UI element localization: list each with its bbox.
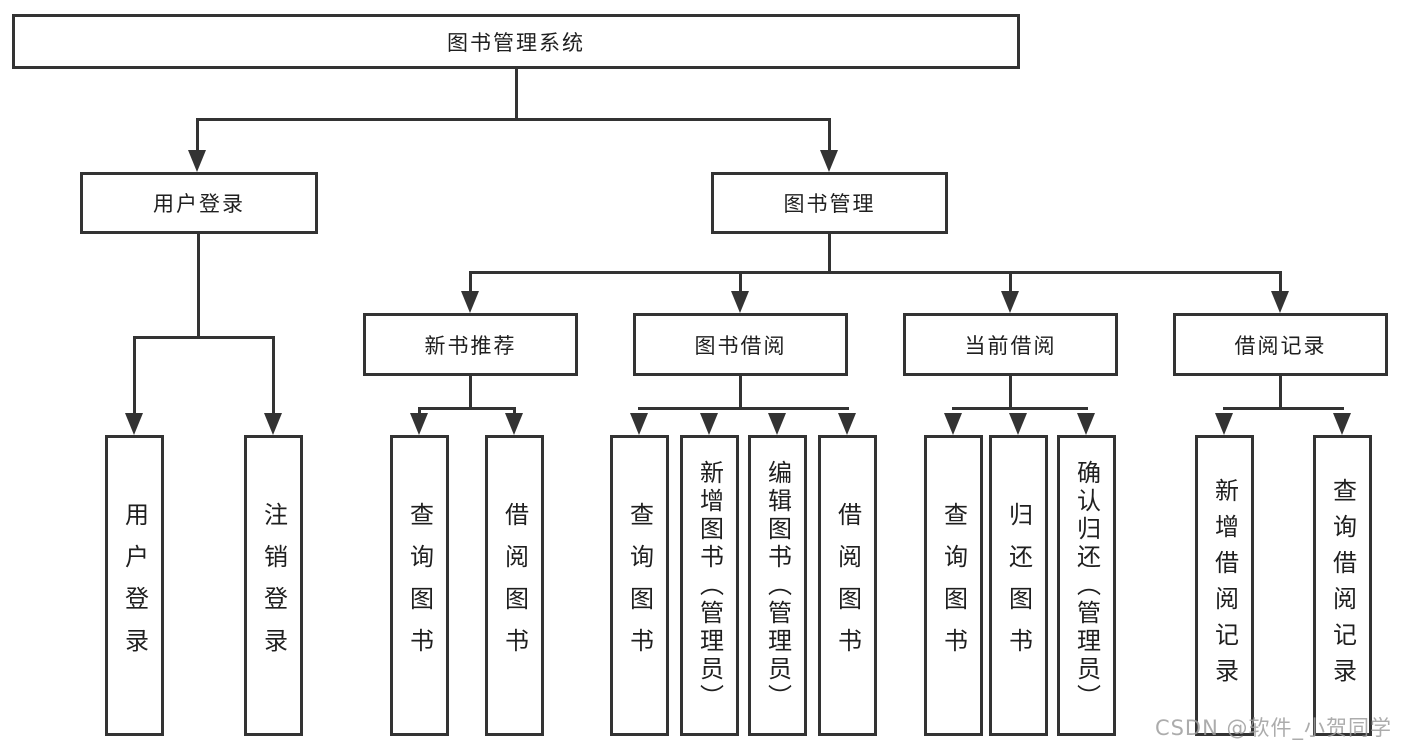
connector-group4-stub xyxy=(1278,376,1282,409)
connector-drop-book-borrowing xyxy=(738,274,742,293)
node-book-management-label: 图书管理 xyxy=(783,192,876,216)
node-book-borrowing-label: 图书借阅 xyxy=(694,333,787,358)
leaf-edit-books-admin-label: 编辑图书（管理员） xyxy=(763,459,792,712)
arrow-down-group4-leaf2-icon xyxy=(1333,413,1351,435)
arrow-down-group2-leaf1-icon xyxy=(630,413,648,435)
connector-group3-stub xyxy=(1008,376,1012,409)
arrow-down-group2-leaf3-icon xyxy=(768,413,786,435)
arrow-down-borrowing-records-icon xyxy=(1271,291,1289,313)
node-current-borrowing-label: 当前借阅 xyxy=(964,333,1057,358)
arrow-down-group1-leaf1-icon xyxy=(410,413,428,435)
connector-level2-hline xyxy=(195,118,831,121)
leaf-add-borrow-record-label: 新增借阅记录 xyxy=(1210,477,1239,694)
node-user-login-label: 用户登录 xyxy=(153,192,245,216)
arrow-down-user-login-icon xyxy=(188,150,206,172)
node-root-library-system: 图书管理系统 xyxy=(12,14,1020,69)
connector-group1-stub xyxy=(468,376,472,409)
connector-book-management-stub xyxy=(827,234,831,273)
node-new-book-recommendation: 新书推荐 xyxy=(363,313,578,376)
arrow-down-book-borrowing-icon xyxy=(731,291,749,313)
leaf-query-books-recommend: 查询图书 xyxy=(390,435,449,736)
arrow-down-book-management-icon xyxy=(820,150,838,172)
node-current-borrowing: 当前借阅 xyxy=(903,313,1118,376)
leaf-logout-label: 注销登录 xyxy=(259,501,288,670)
connector-drop-leaf-logout xyxy=(271,339,275,415)
connector-group4-hline xyxy=(1222,407,1344,410)
leaf-query-books-borrowing: 查询图书 xyxy=(610,435,669,736)
arrow-down-current-borrowing-icon xyxy=(1001,291,1019,313)
leaf-edit-books-admin: 编辑图书（管理员） xyxy=(748,435,807,736)
leaf-confirm-return-admin: 确认归还（管理员） xyxy=(1057,435,1116,736)
arrow-down-leaf-logout-icon xyxy=(264,413,282,435)
connector-level3-hline xyxy=(468,271,1282,274)
connector-drop-user-login xyxy=(195,121,199,152)
connector-group2-stub xyxy=(738,376,742,409)
connector-user-login-hline xyxy=(132,336,275,339)
leaf-add-books-admin: 新增图书（管理员） xyxy=(680,435,739,736)
leaf-return-books: 归还图书 xyxy=(989,435,1048,736)
leaf-logout: 注销登录 xyxy=(244,435,303,736)
node-user-login: 用户登录 xyxy=(80,172,318,234)
leaf-borrow-books-recommend: 借阅图书 xyxy=(485,435,544,736)
node-book-borrowing: 图书借阅 xyxy=(633,313,848,376)
leaf-query-books-current: 查询图书 xyxy=(924,435,983,736)
arrow-down-new-book-icon xyxy=(461,291,479,313)
connector-group1-drop2 xyxy=(512,407,516,416)
leaf-user-login: 用户登录 xyxy=(105,435,164,736)
arrow-down-group2-leaf4-icon xyxy=(838,413,856,435)
leaf-confirm-return-admin-label: 确认归还（管理员） xyxy=(1072,459,1101,712)
connector-group2-hline xyxy=(637,407,849,410)
leaf-return-books-label: 归还图书 xyxy=(1004,501,1033,670)
connector-user-login-stub xyxy=(196,234,200,338)
connector-drop-book-management xyxy=(827,121,831,152)
arrow-down-group2-leaf2-icon xyxy=(700,413,718,435)
leaf-user-login-label: 用户登录 xyxy=(120,501,149,670)
leaf-query-books-current-label: 查询图书 xyxy=(939,501,968,670)
leaf-query-borrow-record-label: 查询借阅记录 xyxy=(1328,477,1357,694)
node-book-management: 图书管理 xyxy=(711,172,948,234)
leaf-add-books-admin-label: 新增图书（管理员） xyxy=(695,459,724,712)
arrow-down-group3-leaf2-icon xyxy=(1009,413,1027,435)
arrow-down-group1-leaf2-icon xyxy=(505,413,523,435)
leaf-query-borrow-record: 查询借阅记录 xyxy=(1313,435,1372,736)
node-new-book-recommendation-label: 新书推荐 xyxy=(424,333,517,358)
leaf-add-borrow-record: 新增借阅记录 xyxy=(1195,435,1254,736)
arrow-down-group4-leaf1-icon xyxy=(1215,413,1233,435)
arrow-down-group3-leaf1-icon xyxy=(944,413,962,435)
arrow-down-leaf-user-login-icon xyxy=(125,413,143,435)
arrow-down-group3-leaf3-icon xyxy=(1077,413,1095,435)
connector-drop-current-borrowing xyxy=(1008,274,1012,293)
node-borrowing-records-label: 借阅记录 xyxy=(1234,333,1327,358)
connector-drop-leaf-user-login xyxy=(132,339,136,415)
connector-group3-hline xyxy=(951,407,1088,410)
connector-drop-borrowing-records xyxy=(1278,274,1282,293)
leaf-query-books-borrowing-label: 查询图书 xyxy=(625,501,654,670)
leaf-query-books-recommend-label: 查询图书 xyxy=(405,501,434,670)
connector-drop-new-book xyxy=(468,274,472,293)
leaf-borrow-books: 借阅图书 xyxy=(818,435,877,736)
leaf-borrow-books-label: 借阅图书 xyxy=(833,501,862,670)
leaf-borrow-books-recommend-label: 借阅图书 xyxy=(500,501,529,670)
watermark-text: CSDN @软件_小贺同学 xyxy=(1154,716,1392,740)
node-root-label: 图书管理系统 xyxy=(447,30,585,55)
connector-root-stub xyxy=(514,69,518,120)
node-borrowing-records: 借阅记录 xyxy=(1173,313,1388,376)
connector-group1-hline xyxy=(417,407,516,410)
connector-group1-drop1 xyxy=(417,407,421,416)
